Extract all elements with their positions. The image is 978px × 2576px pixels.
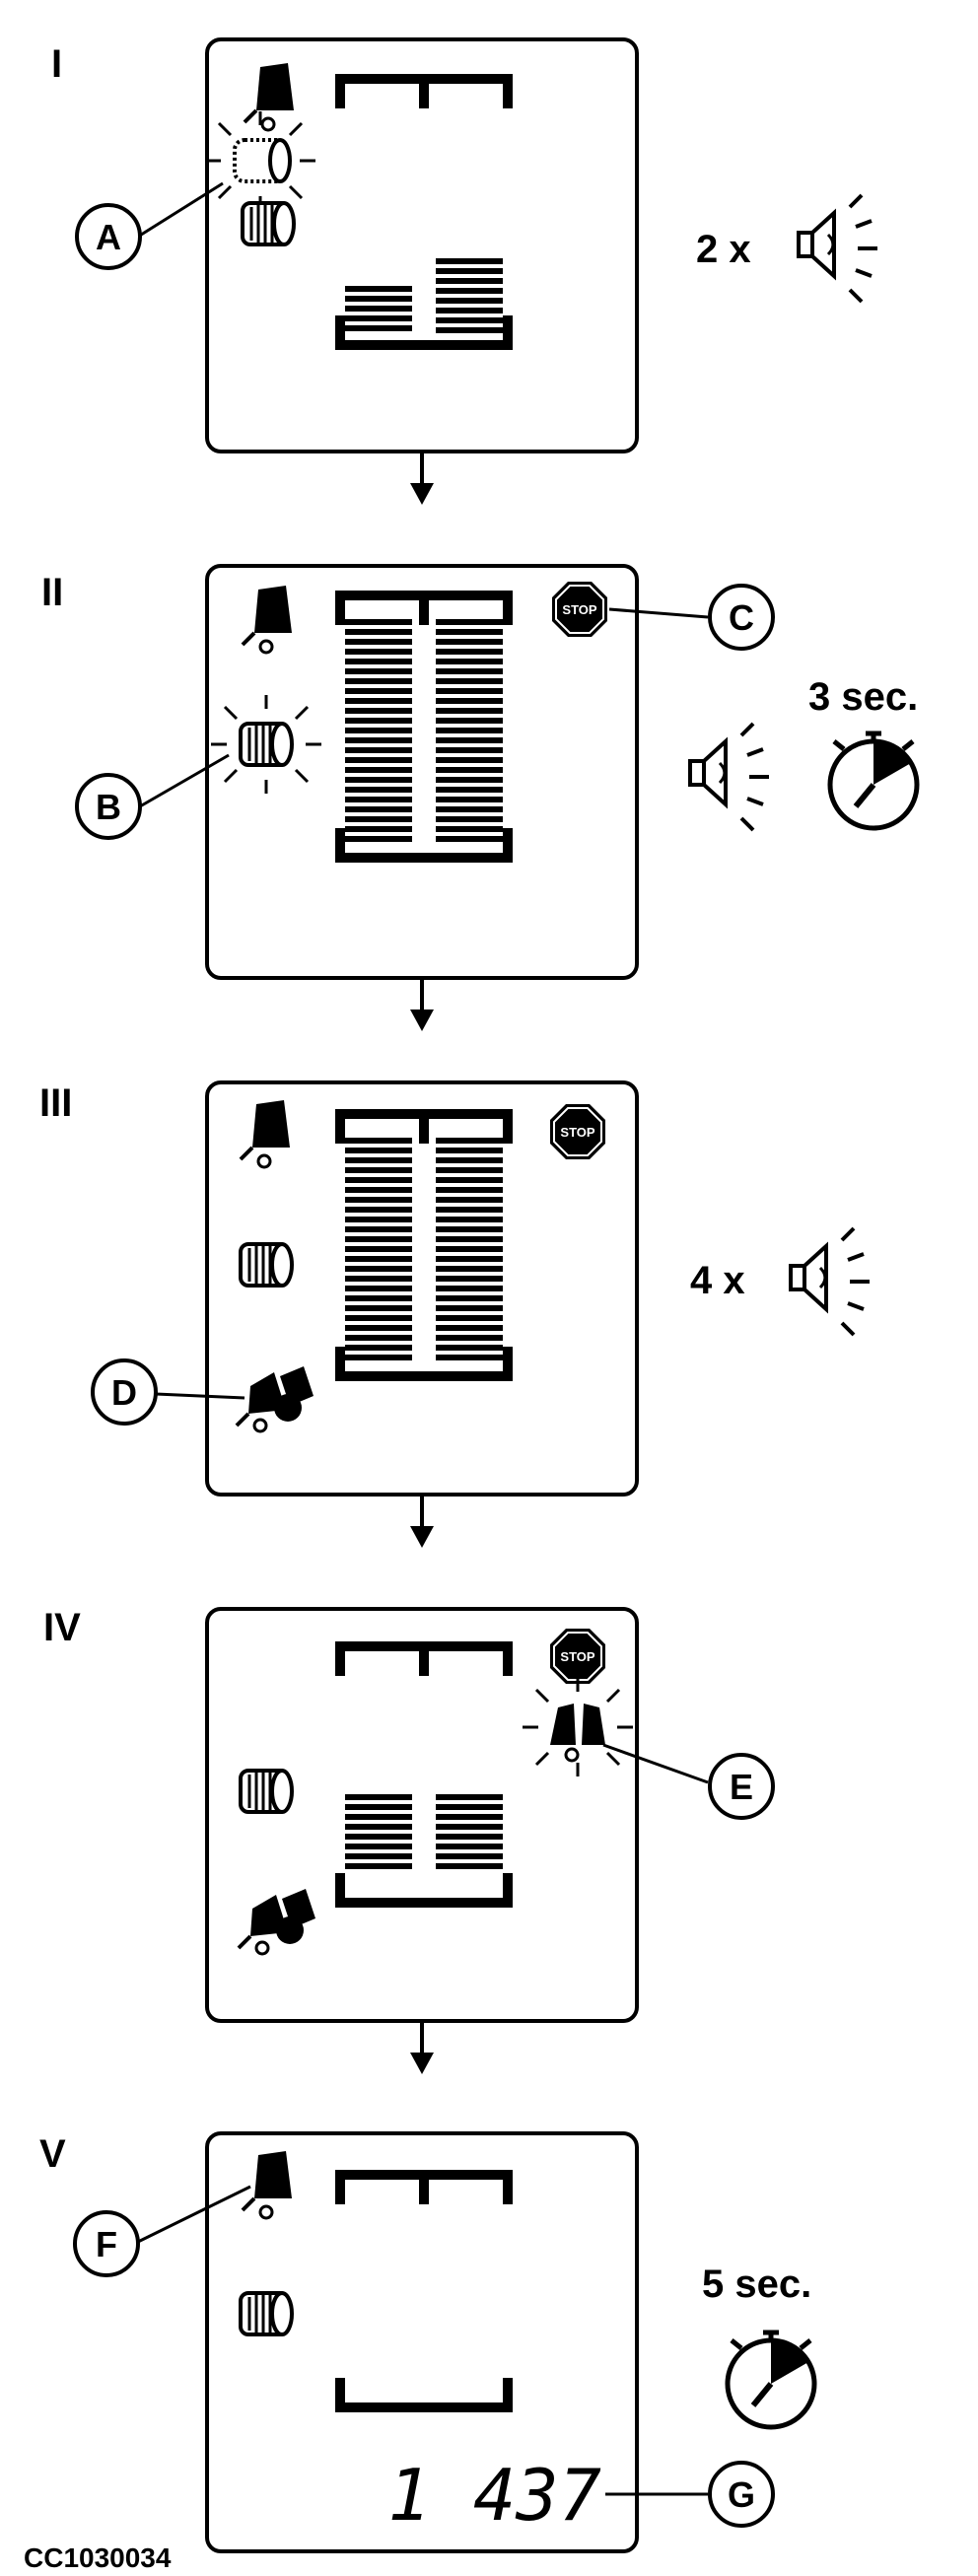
fill-bars-left xyxy=(345,1794,412,1869)
display-screen xyxy=(205,564,639,980)
callout-f-label: F xyxy=(96,2224,117,2264)
flow-arrow xyxy=(408,2021,436,2076)
beep-count-label: 2 x xyxy=(696,228,751,271)
callout-e-label: E xyxy=(730,1767,753,1807)
display-screen xyxy=(205,37,639,453)
chamber-bottom-bracket xyxy=(335,315,513,350)
step-5: V F 1 437 G 5 sec. xyxy=(39,2131,814,2553)
chamber-top-bracket xyxy=(335,1641,513,1676)
bale-empty-flashing-icon xyxy=(203,109,317,212)
stop-sign-icon: STOP xyxy=(552,582,607,637)
stop-sign-text: STOP xyxy=(560,1649,594,1664)
speaker-icon xyxy=(789,1226,872,1337)
callout-c-label: C xyxy=(729,597,754,638)
beep-count-label: 4 x xyxy=(690,1259,745,1302)
chamber-bottom-bracket xyxy=(335,2378,513,2412)
speaker-icon xyxy=(688,722,771,832)
chamber-bottom-bracket xyxy=(335,1873,513,1908)
tailgate-open-flashing-icon xyxy=(521,1676,635,1778)
flow-arrow xyxy=(408,1495,436,1550)
stop-sign-icon: STOP xyxy=(550,1629,605,1684)
callout-d-label: D xyxy=(111,1372,137,1413)
callout-a xyxy=(75,203,142,270)
step-3-label: III xyxy=(39,1081,72,1125)
step-1-label: I xyxy=(51,42,62,86)
bale-counter: 1 437 xyxy=(387,2454,601,2537)
timer-label: 3 sec. xyxy=(808,675,918,719)
figure-code: CC1030034 xyxy=(24,2542,172,2573)
fill-bars-left xyxy=(345,286,412,331)
fill-bars-right xyxy=(436,1794,503,1869)
stop-sign-icon: STOP xyxy=(550,1104,605,1159)
chamber-top-bracket xyxy=(335,591,513,625)
step-4: IV STOP E xyxy=(43,1606,775,2023)
display-screen xyxy=(205,1080,639,1497)
step-3: III STOP D 4 x xyxy=(39,1080,872,1497)
step-5-label: V xyxy=(39,2132,66,2176)
callout-g-label: G xyxy=(728,2474,755,2515)
bale-icon xyxy=(239,2291,294,2336)
chamber-bottom-bracket xyxy=(335,828,513,863)
callout-a-label: A xyxy=(96,217,121,257)
callout-b-label: B xyxy=(96,787,121,827)
bale-icon xyxy=(241,201,296,246)
flow-arrow xyxy=(408,452,436,507)
fill-bars-left-full xyxy=(345,619,412,842)
step-4-label: IV xyxy=(43,1606,81,1649)
stopwatch-icon xyxy=(728,2332,814,2427)
bale-icon xyxy=(239,1242,294,1288)
stopwatch-icon xyxy=(830,733,917,828)
fill-bars-right-full xyxy=(436,619,503,842)
callout-e xyxy=(708,1753,775,1820)
timer-label: 5 sec. xyxy=(702,2263,811,2306)
speaker-icon xyxy=(797,193,879,304)
callout-g xyxy=(708,2461,775,2528)
fill-bars-right-full xyxy=(436,1138,503,1360)
step-2-label: II xyxy=(41,571,63,614)
callout-d xyxy=(91,1358,158,1426)
fill-bars-right xyxy=(436,258,503,333)
chamber-top-bracket xyxy=(335,2170,513,2204)
step-1: I A 2 x xyxy=(51,37,879,453)
step-2: II STOP C B 3 sec. xyxy=(41,564,918,980)
chamber-bottom-bracket xyxy=(335,1347,513,1381)
bale-icon xyxy=(239,1769,294,1814)
chamber-top-bracket xyxy=(335,74,513,108)
stop-sign-text: STOP xyxy=(560,1125,594,1140)
stop-sign-text: STOP xyxy=(562,602,596,617)
fill-bars-left-full xyxy=(345,1138,412,1360)
flow-arrow xyxy=(408,978,436,1033)
callout-b xyxy=(75,773,142,840)
callout-f xyxy=(73,2210,140,2277)
chamber-top-bracket xyxy=(335,1109,513,1144)
callout-c xyxy=(708,584,775,651)
display-screen xyxy=(205,2131,639,2553)
